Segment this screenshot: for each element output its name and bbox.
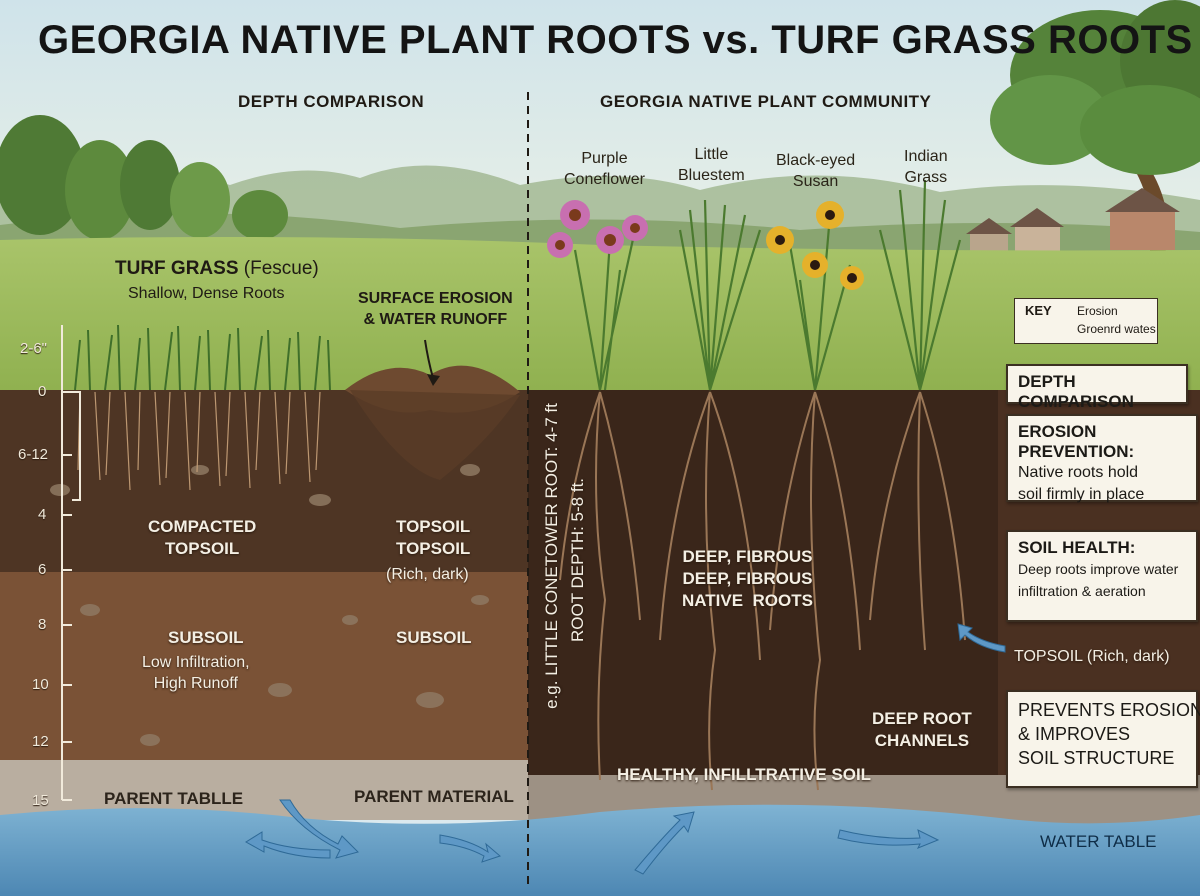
- subsoil-label: SUBSOIL: [168, 628, 244, 647]
- key-legend: KEY Erosion Groenrd wates: [1014, 298, 1158, 344]
- depth-tick-12: 12: [32, 733, 49, 750]
- soil-health-title: SOIL HEALTH:: [1018, 538, 1136, 557]
- right-panel-header: GEORGIA NATIVE PLANT COMMUNITY: [600, 92, 932, 111]
- soil-health-body: Deep roots improve water infiltration & …: [1018, 561, 1179, 599]
- black-eyed-susan-blooms: [766, 201, 864, 290]
- depth-tick-6: 6: [38, 561, 47, 578]
- key-erosion: Erosion: [1077, 304, 1118, 318]
- depth-tick-8: 8: [38, 616, 47, 633]
- erosion-prevention-box: EROSION PREVENTION: Native roots hold so…: [1006, 414, 1198, 503]
- parent-material-label: PARENT MATERIAL: [354, 787, 514, 806]
- depth-comparison-box: DEPTH COMPARISON: [1006, 364, 1188, 411]
- key-title: KEY: [1025, 303, 1052, 318]
- plant-indian-grass: Indian Grass: [904, 148, 948, 186]
- topsoil-label: TOPSOIL TOPSOIL: [396, 517, 471, 558]
- soil-pebbles: [50, 464, 489, 746]
- coneflower-blooms: [547, 200, 648, 258]
- depth-tick-2-6: 2-6": [20, 340, 48, 357]
- erosion-prevention-title: EROSION PREVENTION:: [1018, 422, 1135, 461]
- summary-text: PREVENTS EROSION & IMPROVES SOIL STRUCTU…: [1018, 700, 1200, 768]
- native-plant-stems: [573, 179, 962, 391]
- depth-tick-0: 0: [38, 383, 47, 400]
- houses: [966, 188, 1180, 254]
- turf-grass-label: TURF GRASS (Fescue): [115, 258, 319, 280]
- page-title: GEORGIA NATIVE PLANT ROOTS vs. TURF GRAS…: [38, 18, 1193, 62]
- deep-fibrous-roots-label: DEEP, FIBROUS DEEP, FIBROUS NATIVE ROOTS: [682, 547, 813, 610]
- surface-erosion-label: SURFACE EROSION & WATER RUNOFF: [358, 290, 513, 328]
- depth-comparison-title: DEPTH COMPARISON: [1018, 372, 1134, 411]
- subsoil-note: Low Infiltration, High Runoff: [142, 654, 250, 692]
- topsoil-rich-note: TOPSOIL (Rich, dark): [1014, 648, 1170, 665]
- vertical-root-depth: ROOT DEPTH: 5-8 ft.: [568, 477, 587, 643]
- native-deep-roots: [559, 391, 966, 791]
- depth-tick-4: 4: [38, 506, 47, 523]
- turf-name: TURF GRASS: [115, 258, 239, 279]
- water-table-label: WATER TABLE: [1040, 832, 1157, 851]
- subsoil-right-label: SUBSOIL: [396, 628, 472, 647]
- summary-box: PREVENTS EROSION & IMPROVES SOIL STRUCTU…: [1006, 690, 1200, 788]
- turf-grass-blades: [74, 324, 331, 391]
- left-panel-header: DEPTH COMPARISON: [238, 92, 425, 111]
- deep-root-channels-label: DEEP ROOT CHANNELS: [872, 709, 972, 750]
- turf-description: Shallow, Dense Roots: [128, 285, 285, 302]
- healthy-soil-label: HEALTHY, INFILLTRATIVE SOIL: [617, 765, 872, 784]
- turf-variety: (Fescue): [243, 258, 319, 279]
- plant-little-bluestem: Little Bluestem: [678, 146, 745, 184]
- soil-health-box: SOIL HEALTH: Deep roots improve water in…: [1006, 530, 1198, 622]
- vertical-root-example: e.g. LITTLE CONETOWER ROOT: 4-7 ft: [542, 403, 561, 709]
- topsoil-note: (Rich, dark): [386, 566, 469, 583]
- parent-table-label: PARENT TABLLE: [104, 789, 244, 808]
- depth-tick-15: 15: [32, 792, 49, 809]
- tree-cluster-left: [0, 115, 288, 240]
- depth-tick-10: 10: [32, 676, 49, 693]
- key-groundwater: Groenrd wates: [1077, 322, 1156, 336]
- depth-ruler: [61, 325, 81, 801]
- plant-black-eyed-susan: Black-eyed Susan: [776, 152, 856, 190]
- erosion-prevention-body: Native roots hold soil firmly in place: [1018, 464, 1145, 503]
- depth-tick-6-12: 6-12: [18, 446, 49, 463]
- compacted-topsoil-label: COMPACTED TOPSOIL: [148, 517, 257, 558]
- plant-purple-coneflower: Purple Coneflower: [564, 150, 645, 188]
- water-flow-arrows: [245, 623, 1006, 875]
